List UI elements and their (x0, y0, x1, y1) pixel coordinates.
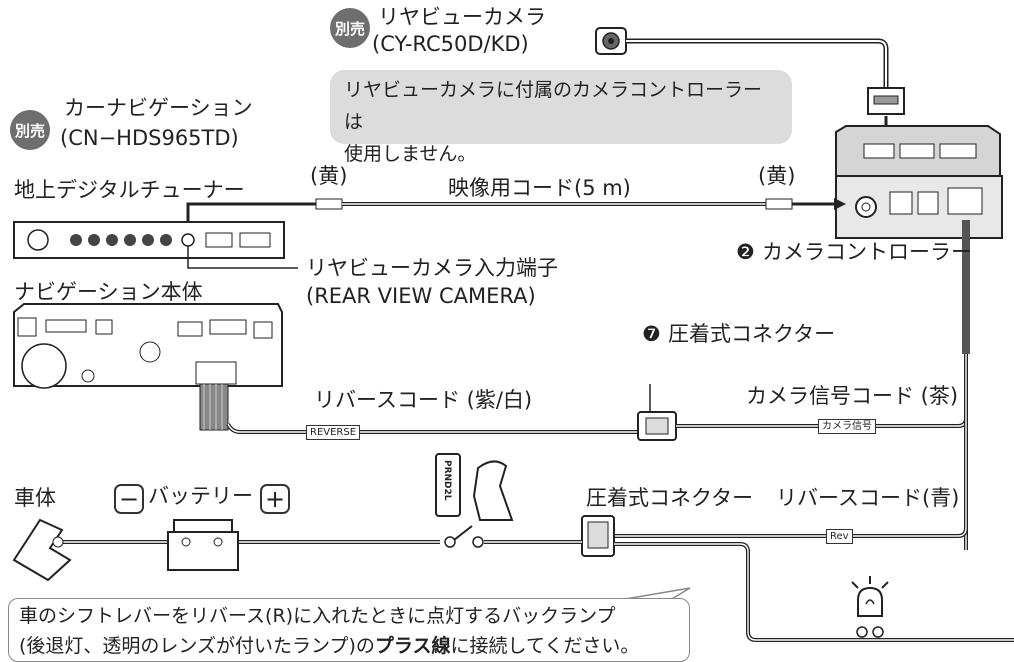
camera-icon (595, 27, 627, 55)
video-right-color: (黄) (758, 164, 796, 188)
camera-title: リヤビューカメラ (378, 5, 546, 29)
callout-line-1: 車のシフトレバーをリバース(R)に入れたときに点灯するバックランプ (19, 605, 616, 627)
crimp1-label: 圧着式コネクター (668, 322, 836, 346)
note-line-1: リヤビューカメラに付属のカメラコントローラーは (344, 79, 763, 133)
tuner-unit (13, 221, 285, 259)
navi-model: (CN−HDS965TD) (60, 126, 239, 150)
controller-label: カメラコントローラー (762, 240, 972, 264)
crimp2-label: 圧着式コネクター (586, 486, 754, 510)
video-left-color: (黄) (310, 164, 348, 188)
rev-tag: Rev (826, 529, 853, 544)
reverse-tag: REVERSE (306, 425, 361, 440)
reverse-blue-label: リバースコード(青) (776, 486, 960, 510)
note-line-2: 使用しません。 (344, 143, 477, 165)
camera-controller-box (835, 125, 1003, 239)
shift-letters: PRND2L (442, 460, 452, 501)
navi-harness (199, 383, 229, 431)
backlamp-callout: 車のシフトレバーをリバース(R)に入れたときに点灯するバックランプ (後退灯、透… (8, 598, 690, 662)
tuner-label: 地上デジタルチューナー (14, 178, 245, 202)
crimp-connector-2 (581, 515, 615, 557)
battery-plus-sign: + (260, 484, 290, 514)
controller-number: ❷ (736, 240, 755, 264)
camera-signal-tag: カメラ信号 (818, 419, 876, 434)
back-lamp-icon (851, 576, 889, 638)
callout-plus-wire: プラス線 (374, 635, 451, 657)
body-ground-icon (12, 518, 72, 582)
crimp1-number: ❼ (642, 322, 661, 346)
battery-icon (167, 519, 239, 571)
battery-label: バッテリー (148, 484, 253, 508)
navi-unit-label: ナビゲーション本体 (14, 280, 203, 304)
navigation-unit (13, 303, 283, 389)
callout-line-2: (後退灯、透明のレンズが付いたランプ)のプラス線に接続してください。 (19, 631, 679, 661)
shift-lever-icon (435, 453, 514, 548)
camera-model: (CY-RC50D/KD) (372, 32, 529, 56)
camera-note: リヤビューカメラに付属のカメラコントローラーは 使用しません。 (330, 70, 792, 165)
reverse-cord-label: リバースコード (紫/白) (314, 388, 533, 412)
camera-optional-badge: 別売 (330, 8, 370, 48)
camera-signal-label: カメラ信号コード (茶) (746, 384, 959, 408)
battery-minus-sign: − (114, 484, 144, 514)
callout-line-2c: に接続してください。 (450, 635, 640, 657)
body-label: 車体 (14, 486, 56, 510)
rear-input-sub: (REAR VIEW CAMERA) (306, 284, 536, 308)
callout-line-2a: (後退灯、透明のレンズが付いたランプ)の (19, 635, 375, 657)
crimp-connector (637, 411, 677, 441)
navi-title: カーナビゲーション (64, 96, 253, 120)
video-cord (182, 198, 846, 232)
rear-input-label: リヤビューカメラ入力端子 (306, 256, 558, 280)
navi-optional-badge: 別売 (10, 110, 50, 150)
video-cord-label: 映像用コード(5 m) (448, 176, 631, 200)
